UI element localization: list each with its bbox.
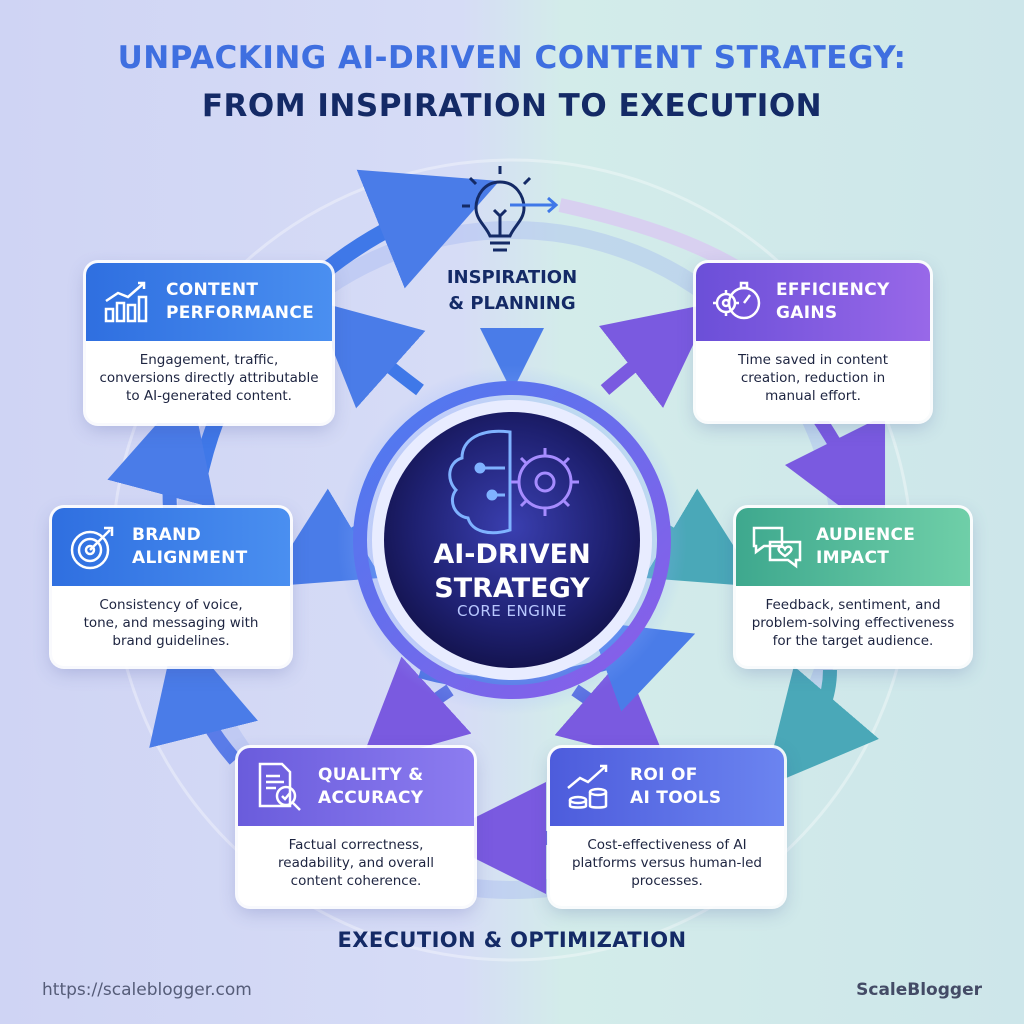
arrow-audience-to-roi: [763, 666, 879, 788]
card-roi-ai-tools: ROI OF AI TOOLS Cost-effectiveness of AI…: [550, 748, 784, 906]
card-text: Time saved in content creation, reductio…: [737, 352, 889, 404]
card-title: BRAND ALIGNMENT: [132, 525, 248, 568]
document-magnifier-icon: [258, 762, 301, 811]
core-subtitle: CORE ENGINE: [457, 602, 567, 620]
card-audience-impact: AUDIENCE IMPACT Feedback, sentiment, and…: [736, 508, 970, 666]
card-text: Engagement, traffic, conversions directl…: [99, 352, 319, 404]
main-title-line-1: UNPACKING AI-DRIVEN CONTENT STRATEGY:: [117, 40, 907, 76]
brain-gear-icon: [448, 429, 579, 535]
card-title: CONTENT PERFORMANCE: [166, 280, 315, 323]
execution-optimization-label: EXECUTION & OPTIMIZATION: [337, 928, 687, 952]
card-text: Factual correctness, readability, and ov…: [278, 837, 434, 889]
card-title: QUALITY & ACCURACY: [318, 765, 424, 808]
card-brand-alignment: BRAND ALIGNMENT Consistency of voice, to…: [52, 508, 290, 666]
card-content-performance: CONTENT PERFORMANCE Engagement, traffic,…: [86, 263, 332, 423]
inspiration-planning-label: INSPIRATION & PLANNING: [446, 267, 578, 314]
card-title: EFFICIENCY GAINS: [776, 280, 890, 323]
lightbulb-arrow-icon: [462, 166, 559, 252]
bar-chart-icon: [104, 281, 148, 323]
main-title-line-2: FROM INSPIRATION TO EXECUTION: [201, 88, 823, 124]
target-icon: [70, 526, 114, 570]
coins-growth-icon: [567, 764, 608, 809]
arrow-core-to-efficiency: [599, 302, 713, 408]
arrow-efficiency-to-audience: [784, 414, 886, 541]
gear-stopwatch-icon: [713, 281, 761, 320]
arrow-core-to-performance: [313, 300, 426, 409]
footer-brand: ScaleBlogger: [856, 980, 982, 1000]
arrow-brand-to-performance: [107, 385, 216, 511]
core-circle: [384, 412, 640, 668]
card-quality-accuracy: QUALITY & ACCURACY Factual correctness, …: [238, 748, 474, 906]
card-efficiency-gains: EFFICIENCY GAINS Time saved in content c…: [696, 263, 930, 421]
card-text: Consistency of voice, tone, and messagin…: [83, 597, 259, 649]
card-title: AUDIENCE IMPACT: [816, 525, 916, 568]
arrow-quality-to-brand: [149, 625, 258, 765]
card-title: ROI OF AI TOOLS: [630, 765, 722, 808]
card-text: Feedback, sentiment, and problem-solving…: [751, 597, 955, 649]
core-title: AI-DRIVEN STRATEGY: [433, 539, 591, 604]
footer-url[interactable]: https://scaleblogger.com: [42, 980, 252, 1000]
core-ring: [353, 381, 671, 699]
chat-heart-icon: [752, 526, 802, 569]
card-text: Cost-effectiveness of AI platforms versu…: [571, 837, 763, 889]
